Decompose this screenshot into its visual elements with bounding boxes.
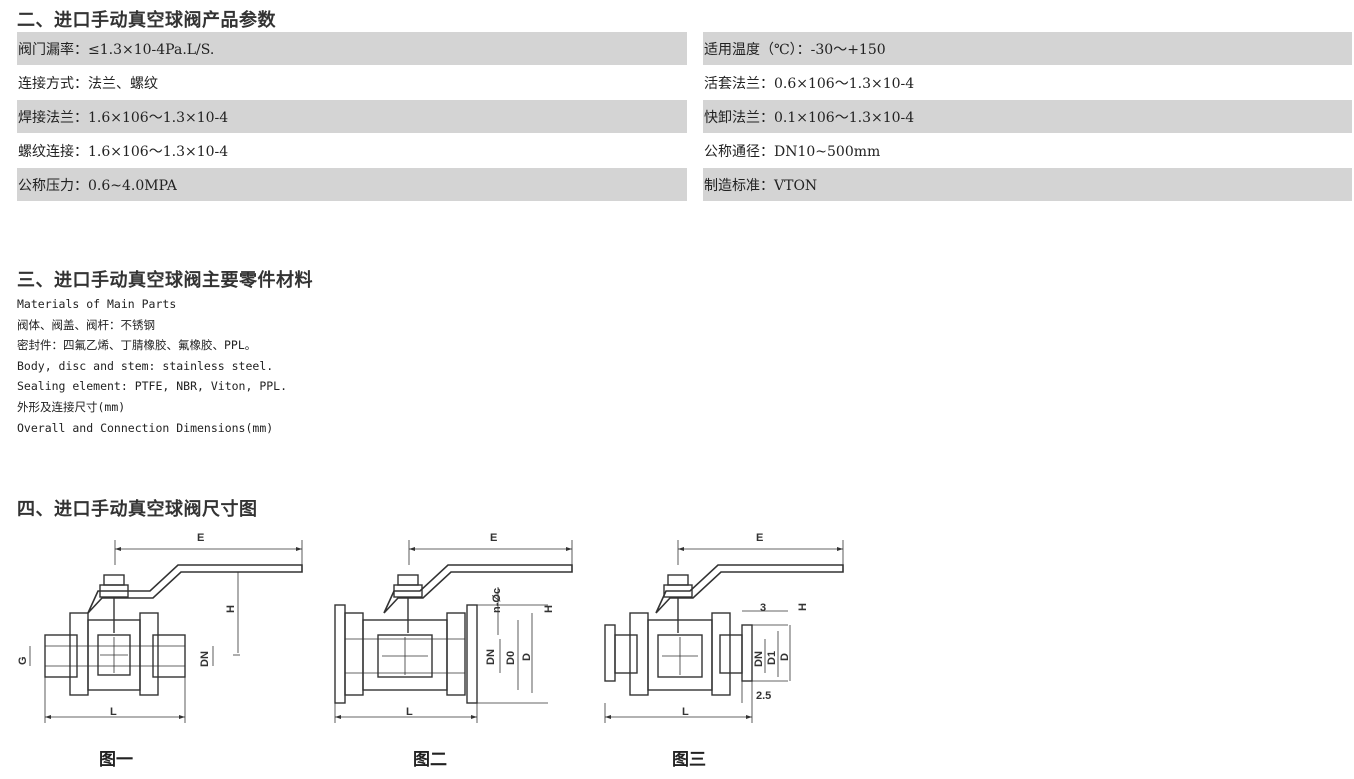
section-title-parameters: 二、进口手动真空球阀产品参数 <box>17 10 276 31</box>
parameter-cell-right: 快卸法兰：0.1×106～1.3×10-4 <box>703 99 1352 134</box>
parameter-cell-left: 公称压力：0.6~4.0MPA <box>17 167 687 202</box>
parameter-table: 阀门漏率：≤1.3×10-4Pa.L/S. 适用温度（℃）：-30～+150 连… <box>17 32 1352 202</box>
materials-line: 密封件：四氟乙烯、丁腈橡胶、氟橡胶、PPL。 <box>17 338 257 353</box>
parameter-cell-right: 制造标准：VTON <box>703 167 1352 202</box>
parameter-row: 公称压力：0.6~4.0MPA 制造标准：VTON <box>17 167 1352 202</box>
parameter-cell-left: 螺纹连接：1.6×106～1.3×10-4 <box>17 133 687 168</box>
materials-line: Overall and Connection Dimensions(mm) <box>17 420 274 435</box>
figure-1-drawing <box>29 540 303 723</box>
figure-3-drawing <box>604 540 844 723</box>
materials-line: Materials of Main Parts <box>17 297 177 311</box>
label-DN: DN <box>753 651 765 667</box>
label-DN: DN <box>485 649 497 665</box>
label-E: E <box>197 532 204 544</box>
label-L: L <box>110 706 117 718</box>
label-E: E <box>756 532 763 544</box>
label-D1: D1 <box>766 651 778 665</box>
parameter-cell-left: 阀门漏率：≤1.3×10-4Pa.L/S. <box>17 32 687 66</box>
figure-2-labels: E H n-Øc DN D0 D L <box>406 532 555 718</box>
parameter-row: 螺纹连接：1.6×106～1.3×10-4 公称通径：DN10~500mm <box>17 133 1352 168</box>
materials-line: 阀体、阀盖、阀杆：不锈钢 <box>17 317 155 332</box>
label-H: H <box>797 603 809 611</box>
parameter-cell-left: 焊接法兰：1.6×106～1.3×10-4 <box>17 99 687 134</box>
parameter-row: 焊接法兰：1.6×106～1.3×10-4 快卸法兰：0.1×106～1.3×1… <box>17 99 1352 134</box>
label-D0: D0 <box>505 651 517 665</box>
figure-1-labels: E H G DN L <box>17 532 237 718</box>
column-gap <box>687 133 703 168</box>
materials-line: 外形及连接尺寸(mm) <box>17 399 126 414</box>
parameter-cell-right: 活套法兰：0.6×106～1.3×10-4 <box>703 65 1352 100</box>
parameter-cell-right: 公称通径：DN10~500mm <box>703 133 1352 168</box>
section-title-dimensions: 四、进口手动真空球阀尺寸图 <box>17 499 258 520</box>
label-D: D <box>521 653 533 661</box>
label-G: G <box>17 656 29 665</box>
column-gap <box>687 65 703 100</box>
dimension-drawings: E H G DN L <box>17 532 844 723</box>
section-title-materials: 三、进口手动真空球阀主要零件材料 <box>17 270 313 291</box>
figure-caption-3: 图三 <box>672 750 706 770</box>
label-H: H <box>543 605 555 613</box>
label-2-5: 2.5 <box>756 690 771 702</box>
label-L: L <box>406 706 413 718</box>
label-D: D <box>779 653 791 661</box>
figure-caption-1: 图一 <box>99 750 133 770</box>
figure-3-labels: E H 3 DN D1 D 2.5 L <box>682 532 809 718</box>
figure-caption-2: 图二 <box>413 750 447 770</box>
figure-2-drawing <box>334 540 573 723</box>
label-L: L <box>682 706 689 718</box>
parameter-cell-right: 适用温度（℃）：-30～+150 <box>703 32 1352 66</box>
materials-text: Materials of Main Parts 阀体、阀盖、阀杆：不锈钢 密封件… <box>17 294 287 438</box>
column-gap <box>687 32 703 66</box>
parameter-row: 连接方式：法兰、螺纹 活套法兰：0.6×106～1.3×10-4 <box>17 65 1352 100</box>
label-3: 3 <box>760 602 766 614</box>
column-gap <box>687 167 703 202</box>
materials-line: Body, disc and stem: stainless steel. <box>17 358 274 373</box>
column-gap <box>687 99 703 134</box>
parameter-row: 阀门漏率：≤1.3×10-4Pa.L/S. 适用温度（℃）：-30～+150 <box>17 32 1352 66</box>
label-E: E <box>490 532 497 544</box>
parameter-cell-left: 连接方式：法兰、螺纹 <box>17 65 687 100</box>
materials-line: Sealing element: PTFE, NBR, Viton, PPL. <box>17 379 288 394</box>
label-H: H <box>225 605 237 613</box>
label-DN: DN <box>199 651 211 667</box>
label-n-oc: n-Øc <box>491 588 503 613</box>
